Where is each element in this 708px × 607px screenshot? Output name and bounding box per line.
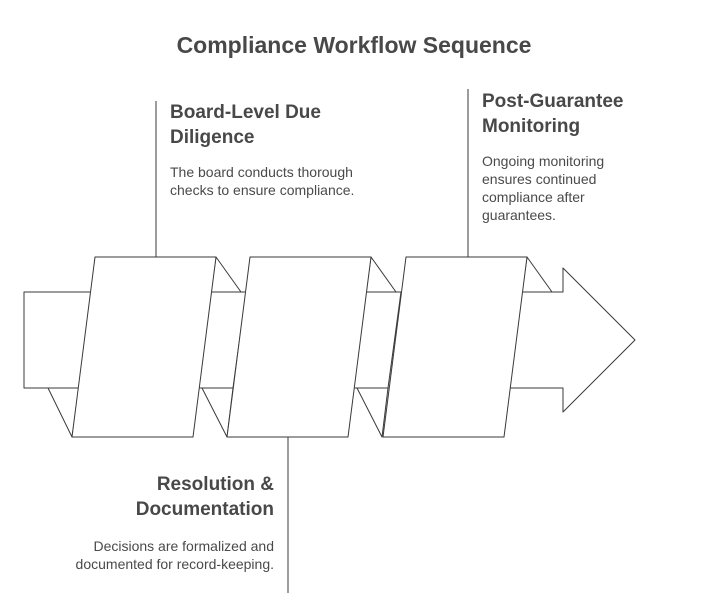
step-heading: Post-Guarantee Monitoring: [482, 91, 624, 137]
step-resolution-documentation: Resolution & Documentation Decisions are…: [70, 472, 274, 573]
fold-bottom-3: [356, 387, 389, 438]
step-heading: Board-Level Due Diligence: [170, 102, 321, 148]
panel-2: [226, 256, 372, 438]
panel-3: [382, 256, 528, 438]
step-description: Ongoing monitoring ensures continued com…: [482, 153, 605, 223]
step-board-due-diligence: Board-Level Due Diligence The board cond…: [170, 100, 370, 199]
panel-1: [71, 256, 217, 438]
arrow-head: [508, 267, 636, 413]
step-post-guarantee-monitoring: Post-Guarantee Monitoring Ongoing monito…: [482, 89, 652, 224]
step-heading: Resolution & Documentation: [135, 474, 274, 520]
page-title: Compliance Workflow Sequence: [176, 32, 532, 58]
step-description: The board conducts thorough checks to en…: [170, 164, 355, 198]
step-description: Decisions are formalized and documented …: [75, 538, 274, 572]
